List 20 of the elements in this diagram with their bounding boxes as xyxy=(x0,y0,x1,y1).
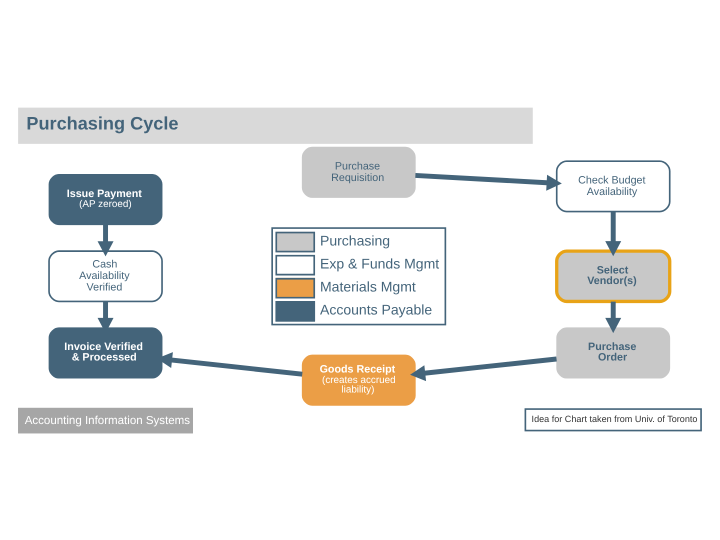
arrow xyxy=(415,172,562,190)
diagram-title: Purchasing Cycle xyxy=(26,113,178,134)
node-box: Invoice Verified & Processed xyxy=(48,326,162,378)
legend-label: Materials Mgmt xyxy=(320,278,416,294)
legend-label: Purchasing xyxy=(320,232,390,248)
legend-label: Exp & Funds Mgmt xyxy=(320,255,440,272)
node-box: Purchase Order xyxy=(556,326,670,378)
arrow xyxy=(98,224,114,256)
node-box: Goods Receipt (creates accrued liability) xyxy=(302,354,416,406)
arrow xyxy=(605,211,622,256)
legend-label: Accounts Payable xyxy=(320,301,432,318)
node-box: Select Vendor(s) xyxy=(555,248,672,303)
node-box: Check Budget Availability xyxy=(556,160,671,212)
node-box: Cash Availability Verified xyxy=(48,250,163,302)
node-box: Issue Payment (AP zeroed) xyxy=(48,174,162,225)
arrow xyxy=(410,356,557,381)
arrow xyxy=(605,301,622,333)
node-box: Purchase Requisition xyxy=(302,146,416,198)
label: Idea for Chart taken from Univ. of Toronto xyxy=(532,414,698,424)
label: Accounting Information Systems xyxy=(24,414,190,427)
